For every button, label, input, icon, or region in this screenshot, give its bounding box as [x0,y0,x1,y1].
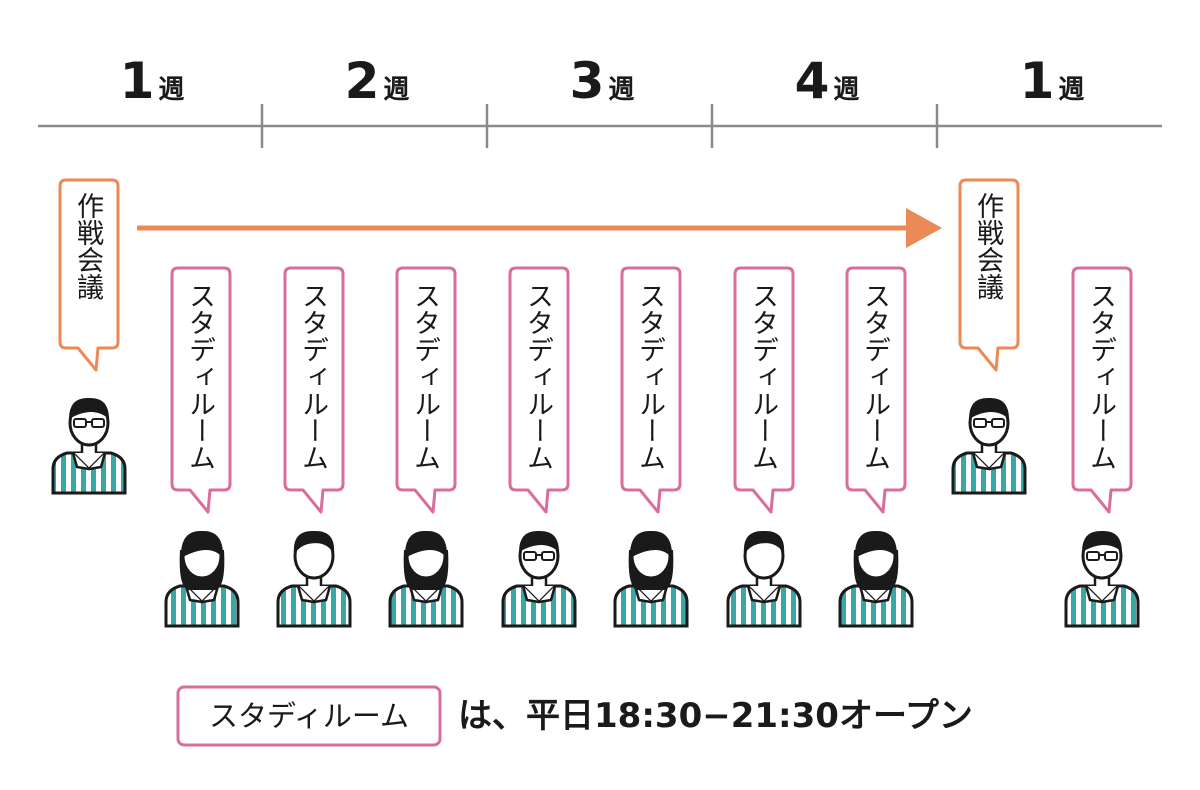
uniform-body [1064,584,1140,628]
uniform-body [388,584,464,628]
study-bubble [733,266,795,514]
collar-left [296,585,315,604]
study-bubble [170,266,232,514]
collar-left [521,585,540,604]
staff-person-icon [838,530,914,628]
collar-right [538,585,557,604]
hair [519,530,559,552]
uniform-body [838,584,914,628]
staff-person-icon [164,530,240,628]
staff-person-icon [726,530,802,628]
collar-right [763,585,782,604]
uniform-body [164,584,240,628]
staff-person-icon [951,397,1027,495]
collar-left [746,585,765,604]
uniform-body [613,584,689,628]
staff-person-icon [388,530,464,628]
meeting-bubble [958,178,1020,372]
study-bubble [283,266,345,514]
study-bubble-text: スタディルーム [184,282,215,471]
hair [180,530,224,558]
study-bubble-text: スタディルーム [409,282,440,471]
collar-left [71,452,90,471]
staff-person-icon [501,530,577,628]
collar-right [313,585,332,604]
study-bubble-text: スタディルーム [1085,282,1116,471]
hair [969,397,1009,419]
study-bubble-text: スタディルーム [634,282,665,471]
staff-person-icon [276,530,352,628]
meeting-bubble [58,178,120,372]
meeting-bubble-text: 作戦会議 [972,192,1003,300]
study-bubble-text: スタディルーム [297,282,328,471]
collar-right [988,452,1007,471]
legend-study-room-label: スタディルーム [208,699,410,733]
opening-hours-text: は、平日18:30−21:30オープン [458,696,973,736]
collar-right [1101,585,1120,604]
hair [743,530,785,554]
cycle-arrow-head [906,208,942,248]
hair [854,530,898,558]
collar-left [971,452,990,471]
collar-left [1084,585,1103,604]
hair [293,530,335,554]
legend-study-room-box [176,685,442,747]
study-bubble [395,266,457,514]
staff-person-icon [51,397,127,495]
uniform-body [501,584,577,628]
study-bubble [845,266,907,514]
study-bubble [620,266,682,514]
staff-person-icon [613,530,689,628]
uniform-body [51,451,127,495]
hair [629,530,673,558]
study-bubble-text: スタディルーム [859,282,890,471]
study-bubble [1071,266,1133,514]
uniform-body [276,584,352,628]
staff-person-icon [1064,530,1140,628]
hair [1082,530,1122,552]
uniform-body [726,584,802,628]
meeting-bubble-text: 作戦会議 [72,192,103,300]
hair [404,530,448,558]
study-bubble-text: スタディルーム [522,282,553,471]
collar-right [88,452,107,471]
uniform-body [951,451,1027,495]
study-bubble [508,266,570,514]
hair [69,397,109,419]
study-bubble-text: スタディルーム [747,282,778,471]
